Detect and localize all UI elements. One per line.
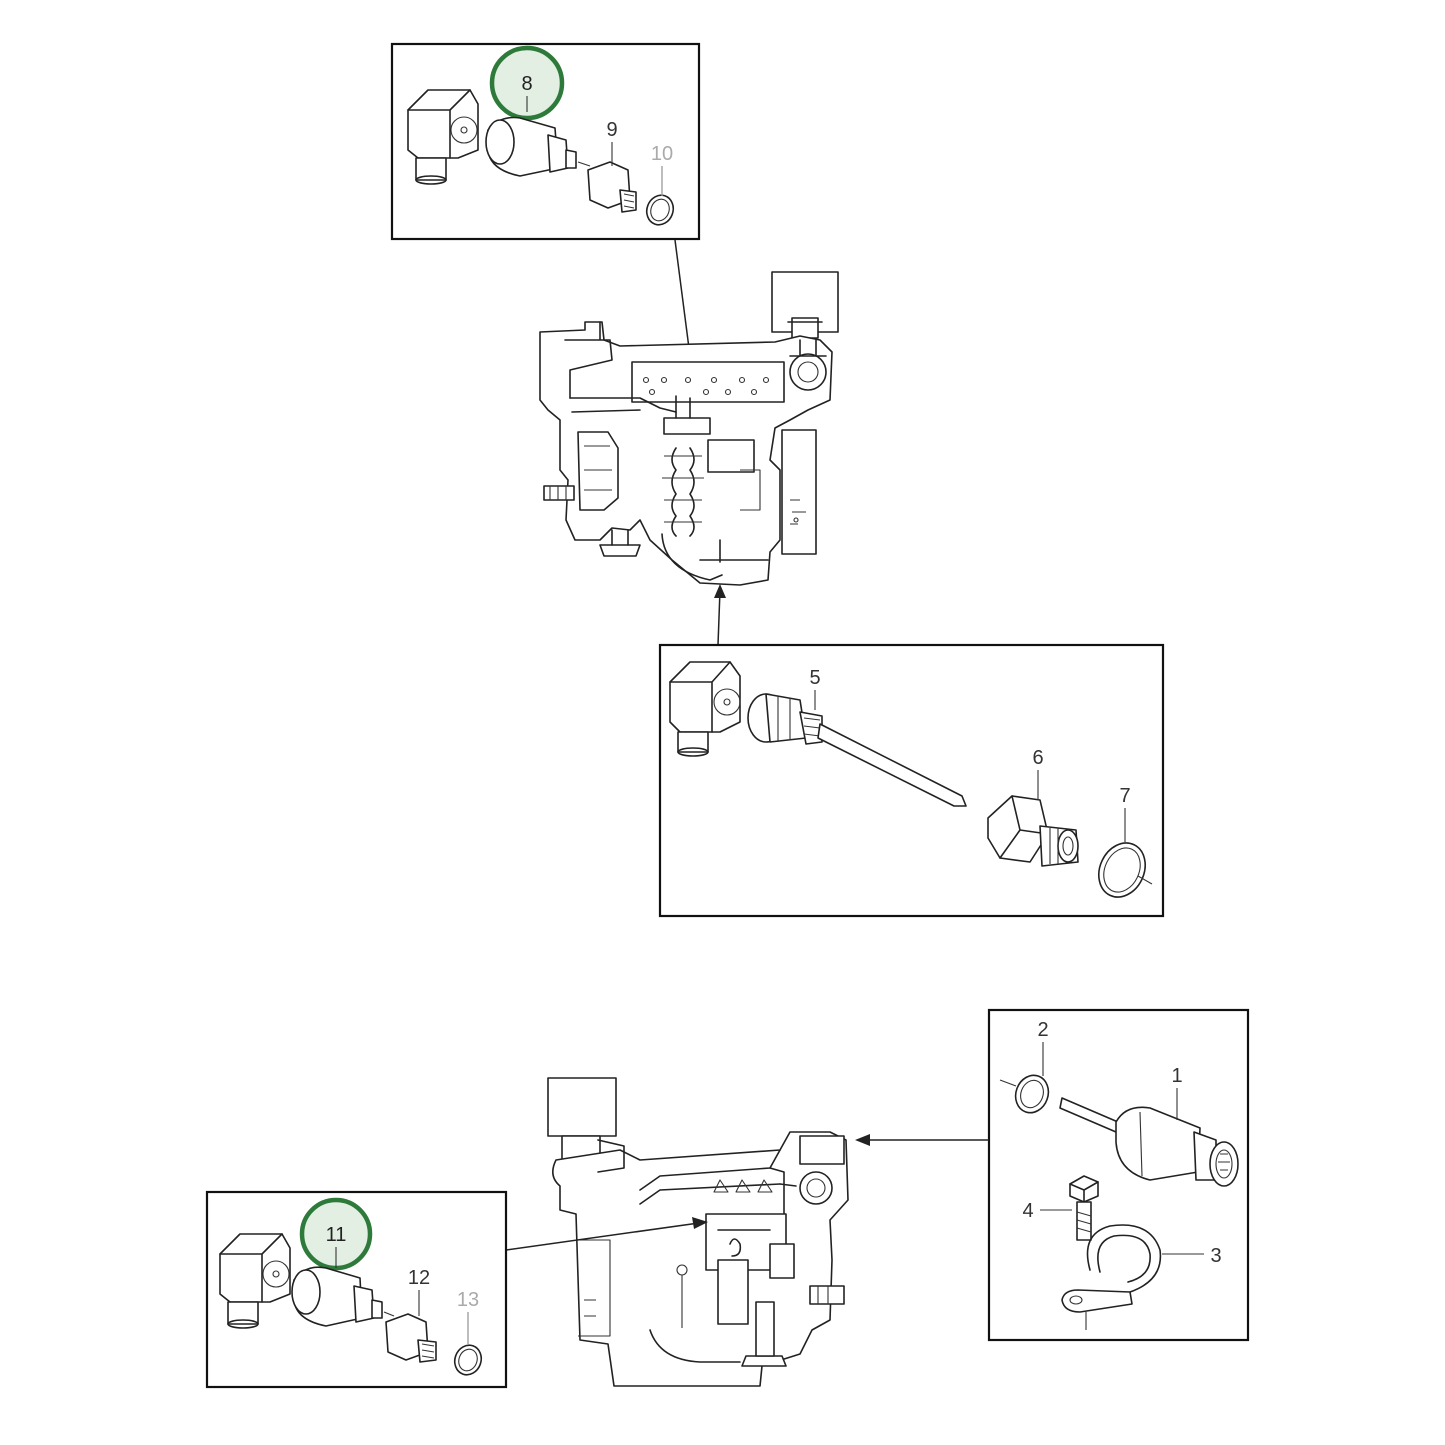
engine-icon	[539, 271, 839, 586]
seal-ring-icon	[645, 194, 675, 226]
detail-box-temperature-sensor: 5 6 7	[658, 643, 1165, 918]
clamp-icon	[1061, 1224, 1162, 1330]
adapter-icon	[385, 1313, 437, 1363]
callout-6-label: 6	[1032, 747, 1043, 769]
adapter-icon	[587, 161, 637, 213]
pressure-sensor-icon	[485, 116, 591, 177]
engine-icon	[547, 1077, 849, 1387]
callout-12-label: 12	[408, 1267, 430, 1289]
callout-9-label: 9	[606, 119, 617, 141]
sensor-connector-icon	[407, 89, 479, 185]
callout-7-label: 7	[1119, 785, 1130, 807]
callout-1-label: 1	[1171, 1065, 1182, 1087]
sensor-connector-icon	[219, 1233, 291, 1329]
speed-sensor-icon	[1059, 1097, 1239, 1187]
sensor-connector-icon	[669, 661, 741, 757]
adapter-icon	[987, 795, 1079, 867]
detail-box-oil-pressure-sensor: 8 9 10	[390, 42, 701, 241]
callout-5-label: 5	[809, 667, 820, 689]
seal-ring-icon	[1014, 1074, 1050, 1114]
temperature-probe-icon	[747, 693, 967, 807]
callout-11-label: 11	[326, 1224, 347, 1246]
callout-4-label: 4	[1022, 1200, 1033, 1222]
callout-13-label: 13	[457, 1289, 479, 1311]
pointer-line-bottom-left	[505, 1217, 708, 1251]
detail-box-speed-sensor: 2 1 4 3	[987, 1008, 1250, 1342]
pointer-line-middle	[714, 584, 726, 646]
callout-2-label: 2	[1037, 1019, 1048, 1041]
callout-11-highlight[interactable]: 11	[299, 1197, 373, 1271]
callout-3-label: 3	[1210, 1245, 1221, 1267]
pointer-line-right	[855, 1134, 989, 1146]
callout-8-label: 8	[521, 73, 532, 95]
pressure-sensor-icon	[291, 1266, 395, 1327]
seal-ring-icon	[1098, 842, 1146, 898]
callout-8-highlight[interactable]: 8	[489, 45, 565, 121]
detail-box-fuel-pressure-sensor: 11 12 13	[205, 1190, 508, 1389]
callout-10-label: 10	[651, 143, 673, 165]
seal-ring-icon	[453, 1344, 483, 1376]
bolt-icon	[1069, 1175, 1099, 1241]
